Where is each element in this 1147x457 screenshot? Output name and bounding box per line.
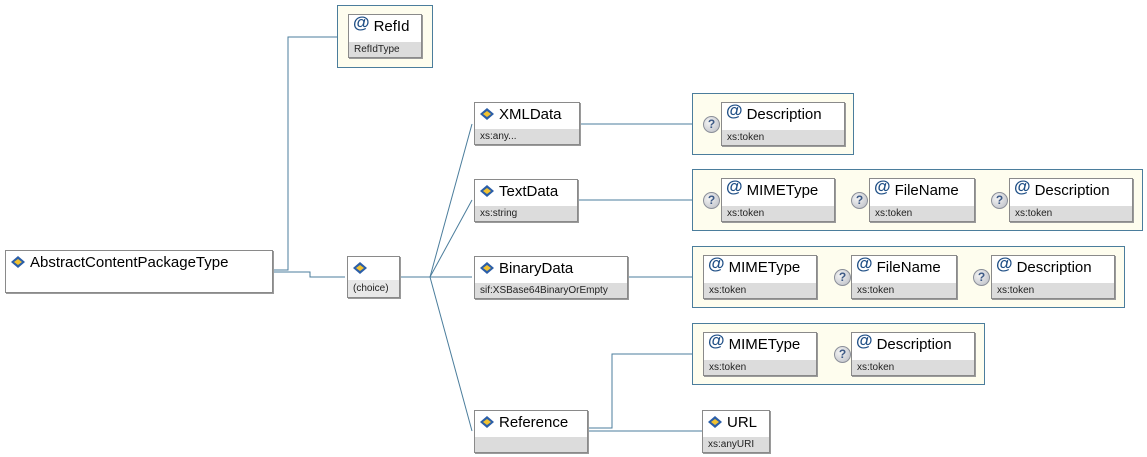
attribute-type: xs:token [852,360,974,375]
attribute-name: FileName [894,181,959,199]
attribute-name: FileName [876,258,941,276]
attribute-type: xs:token [722,130,844,145]
root-element-node[interactable]: AbstractContentPackageType [5,250,273,293]
attribute-icon: @ [726,177,743,196]
xmldata-type: xs:any... [475,129,579,144]
binarydata-mimetype-attribute[interactable]: @ MIMEType xs:token [703,255,817,299]
xmldata-element-node[interactable]: XMLData xs:any... [474,102,580,145]
refid-type: RefIdType [349,42,421,57]
refid-attribute-group: @ RefId RefIdType [337,5,433,68]
reference-element-node[interactable]: Reference [474,410,588,453]
textdata-filename-attribute[interactable]: @ FileName xs:token [869,178,975,222]
attribute-icon: @ [996,254,1013,273]
textdata-mimetype-attribute[interactable]: @ MIMEType xs:token [721,178,835,222]
attribute-name: MIMEType [746,181,819,199]
attribute-name: Description [746,105,822,123]
attribute-type: xs:token [852,283,956,298]
textdata-type: xs:string [475,206,577,221]
element-icon [708,416,722,428]
attribute-type: xs:token [992,283,1114,298]
binarydata-description-attribute[interactable]: @ Description xs:token [991,255,1115,299]
attribute-type: xs:token [704,283,816,298]
attribute-icon: @ [1014,177,1031,196]
attribute-icon: @ [856,331,873,350]
element-icon [480,416,494,428]
choice-compositor-node[interactable]: (choice) [347,256,400,298]
attribute-icon: @ [708,254,725,273]
binarydata-type: sif:XSBase64BinaryOrEmpty [475,283,627,298]
complex-element-icon [11,256,25,268]
attribute-type: xs:token [870,206,974,221]
optional-icon: ? [703,192,720,209]
element-icon [480,185,494,197]
attribute-name: MIMEType [728,258,801,276]
element-icon [480,262,494,274]
binarydata-name: BinaryData [499,259,574,277]
element-icon [480,108,494,120]
xmldata-attribute-group: ? @ Description xs:token [692,93,854,155]
root-element-name: AbstractContentPackageType [30,253,229,271]
choice-label: (choice) [348,280,399,297]
binarydata-attribute-group: @ MIMEType xs:token ? @ FileName xs:toke… [692,246,1125,308]
attribute-name: Description [1034,181,1110,199]
attribute-icon: @ [708,331,725,350]
textdata-element-node[interactable]: TextData xs:string [474,179,578,222]
attribute-icon: @ [856,254,873,273]
binarydata-element-node[interactable]: BinaryData sif:XSBase64BinaryOrEmpty [474,256,628,299]
url-element-node[interactable]: URL xs:anyURI [702,410,770,453]
attribute-type: xs:token [704,360,816,375]
attribute-icon: @ [726,101,743,120]
binarydata-filename-attribute[interactable]: @ FileName xs:token [851,255,957,299]
attribute-name: MIMEType [728,335,801,353]
optional-icon: ? [834,346,851,363]
optional-icon: ? [834,269,851,286]
optional-icon: ? [973,269,990,286]
attribute-icon: @ [874,177,891,196]
attribute-type: xs:token [1010,206,1132,221]
optional-icon: ? [991,192,1008,209]
url-type: xs:anyURI [703,437,769,452]
textdata-name: TextData [499,182,559,200]
xmldata-name: XMLData [499,105,562,123]
attribute-name: Description [1016,258,1092,276]
reference-name: Reference [499,413,569,431]
attribute-icon: @ [353,13,370,32]
reference-type [475,437,587,452]
xmldata-description-attribute[interactable]: @ Description xs:token [721,102,845,146]
refid-attribute-node[interactable]: @ RefId RefIdType [348,14,422,58]
optional-icon: ? [703,116,720,133]
refid-name: RefId [373,17,410,35]
reference-description-attribute[interactable]: @ Description xs:token [851,332,975,376]
attribute-type: xs:token [722,206,834,221]
textdata-attribute-group: ? @ MIMEType xs:token ? @ FileName xs:to… [692,169,1143,231]
attribute-name: Description [876,335,952,353]
choice-icon [353,262,367,274]
optional-icon: ? [851,192,868,209]
reference-attribute-group: @ MIMEType xs:token ? @ Description xs:t… [692,323,985,385]
url-name: URL [727,413,758,431]
reference-mimetype-attribute[interactable]: @ MIMEType xs:token [703,332,817,376]
textdata-description-attribute[interactable]: @ Description xs:token [1009,178,1133,222]
